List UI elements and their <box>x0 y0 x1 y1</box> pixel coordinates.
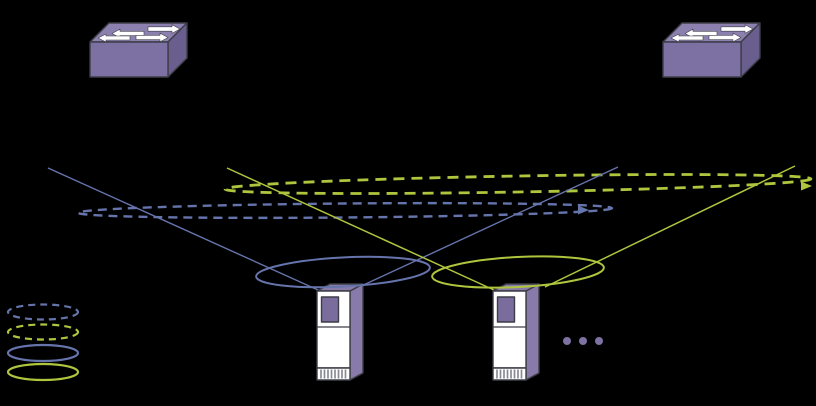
green-dashed-ring <box>223 173 813 195</box>
server-1 <box>316 283 364 381</box>
legend-green-dashed-ring <box>6 323 80 341</box>
green-cone-left-line <box>226 167 495 291</box>
ellipsis-dot <box>595 337 603 345</box>
purple-cone-left-line <box>47 167 319 291</box>
ellipsis-dot <box>563 337 571 345</box>
legend-purple-solid-ring <box>6 343 80 363</box>
legend-purple-dashed-ring <box>6 303 80 321</box>
purple-solid-ring <box>255 255 431 289</box>
purple-dashed-ring <box>76 201 614 220</box>
cone-lines <box>47 165 796 291</box>
dashed-vlan-rings <box>76 173 813 220</box>
legend <box>6 303 80 382</box>
ellipsis-dot <box>579 337 587 345</box>
switch-2 <box>662 22 761 78</box>
switch-1 <box>89 22 188 78</box>
legend-green-solid-ring <box>6 362 80 382</box>
green-cone-right-line <box>544 165 796 288</box>
purple-cone-right-line <box>356 166 619 289</box>
server-2 <box>492 283 540 381</box>
green-dashed-ring-arrowhead-icon <box>801 181 812 191</box>
more-servers-ellipsis <box>563 337 603 345</box>
green-solid-ring <box>431 255 605 289</box>
purple-dashed-ring-arrowhead-icon <box>578 205 589 215</box>
solid-vlan-rings <box>255 255 605 289</box>
